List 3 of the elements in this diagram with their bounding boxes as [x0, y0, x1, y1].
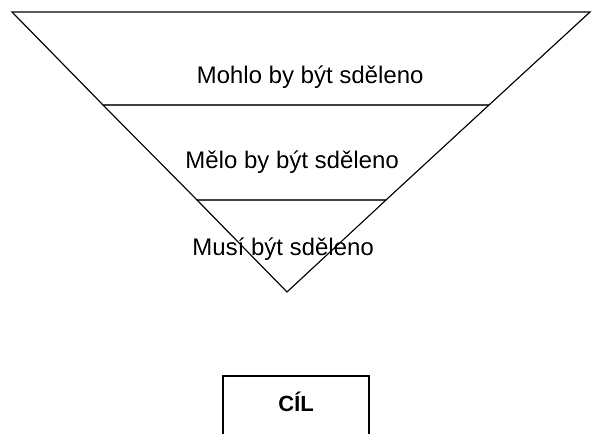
layer-label: Mohlo by být sděleno — [196, 62, 424, 90]
goal-box: CÍL — [222, 375, 370, 434]
layer-label: Mělo by být sděleno — [185, 147, 399, 175]
